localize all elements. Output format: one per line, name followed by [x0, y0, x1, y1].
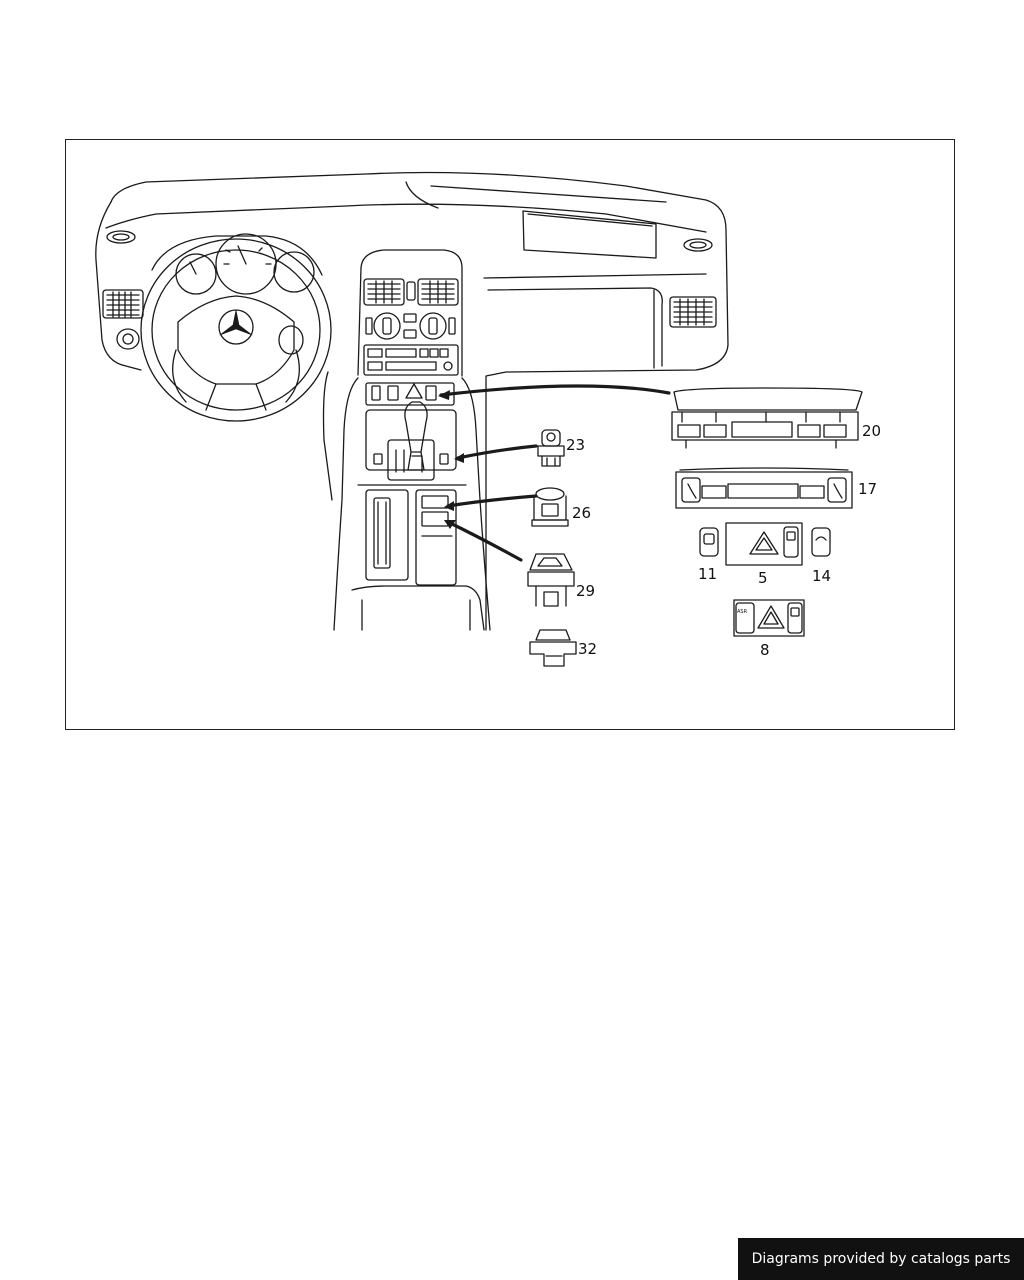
callout-11: 11 [698, 565, 717, 583]
side-vent-round-left [106, 230, 136, 244]
part-32-switch [529, 629, 577, 667]
dashboard-display [522, 210, 657, 259]
part-5-hazard-panel [725, 522, 803, 566]
part-14-switch [811, 527, 831, 557]
callout-26: 26 [572, 504, 591, 522]
instrument-cluster [151, 233, 323, 295]
right-grille-vent [669, 296, 717, 328]
side-vent-round-right [683, 238, 713, 252]
arrow-heads [438, 390, 464, 529]
center-console [322, 371, 491, 631]
steering-wheel [140, 238, 332, 422]
dashboard-outline [95, 171, 729, 631]
part-17-seat-heater-strip [675, 467, 853, 509]
credit-banner: Diagrams provided by catalogs parts [738, 1238, 1024, 1280]
callout-20: 20 [862, 422, 881, 440]
callout-8: 8 [760, 641, 770, 659]
callout-17: 17 [858, 480, 877, 498]
callout-29: 29 [576, 582, 595, 600]
callout-23: 23 [566, 436, 585, 454]
part-8-hazard-asr-panel [733, 599, 805, 637]
callout-5: 5 [758, 569, 768, 587]
callout-32: 32 [578, 640, 597, 658]
callout-labels: 20 17 23 26 29 32 11 5 14 8 ASR [566, 422, 881, 659]
part-11-switch [699, 527, 719, 557]
asr-button-label: ASR [737, 609, 748, 615]
diagram-frame: 20 17 23 26 29 32 11 5 14 8 ASR [65, 139, 955, 730]
leader-arrows [439, 384, 671, 562]
center-stack [357, 249, 463, 377]
left-grille-vent [102, 289, 144, 350]
part-29-switch [527, 553, 575, 607]
dashboard-exploded-diagram: 20 17 23 26 29 32 11 5 14 8 ASR [95, 171, 881, 667]
callout-14: 14 [812, 567, 831, 585]
part-26-switch [531, 487, 569, 527]
credit-text: Diagrams provided by catalogs parts [751, 1251, 1011, 1267]
part-23-switch [537, 429, 565, 467]
part-20-switch-strip [671, 387, 863, 449]
